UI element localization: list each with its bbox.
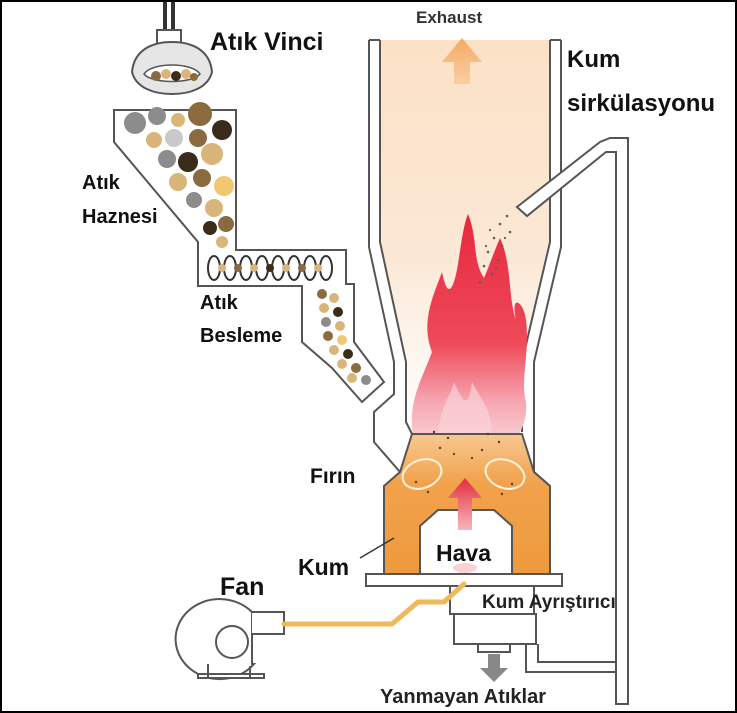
crane-label: Atık Vinci (210, 28, 323, 57)
feeder-label-2: Besleme (200, 325, 282, 348)
furnace-label: Fırın (310, 465, 356, 489)
exhaust-label: Exhaust (416, 8, 482, 28)
screw-feeder (202, 254, 342, 282)
air-duct (284, 584, 464, 624)
air-label: Hava (436, 540, 491, 566)
sand-circulation-label-1: Kum (567, 46, 620, 74)
unburnt-waste-label: Yanmayan Atıklar (380, 686, 546, 709)
hopper-label-1: Atık (82, 172, 120, 195)
grab-bucket-icon (132, 2, 212, 94)
blower-fan-icon (176, 599, 284, 679)
fan-label: Fan (220, 573, 264, 602)
feeder-label-1: Atık (200, 292, 238, 315)
sand-separator-label: Kum Ayrıştırıcı (482, 592, 616, 614)
hopper-label-2: Haznesi (82, 206, 158, 229)
down-arrow-icon (480, 654, 508, 682)
sand-label: Kum (298, 554, 349, 580)
sand-circulation-label-2: sirkülasyonu (567, 90, 715, 118)
